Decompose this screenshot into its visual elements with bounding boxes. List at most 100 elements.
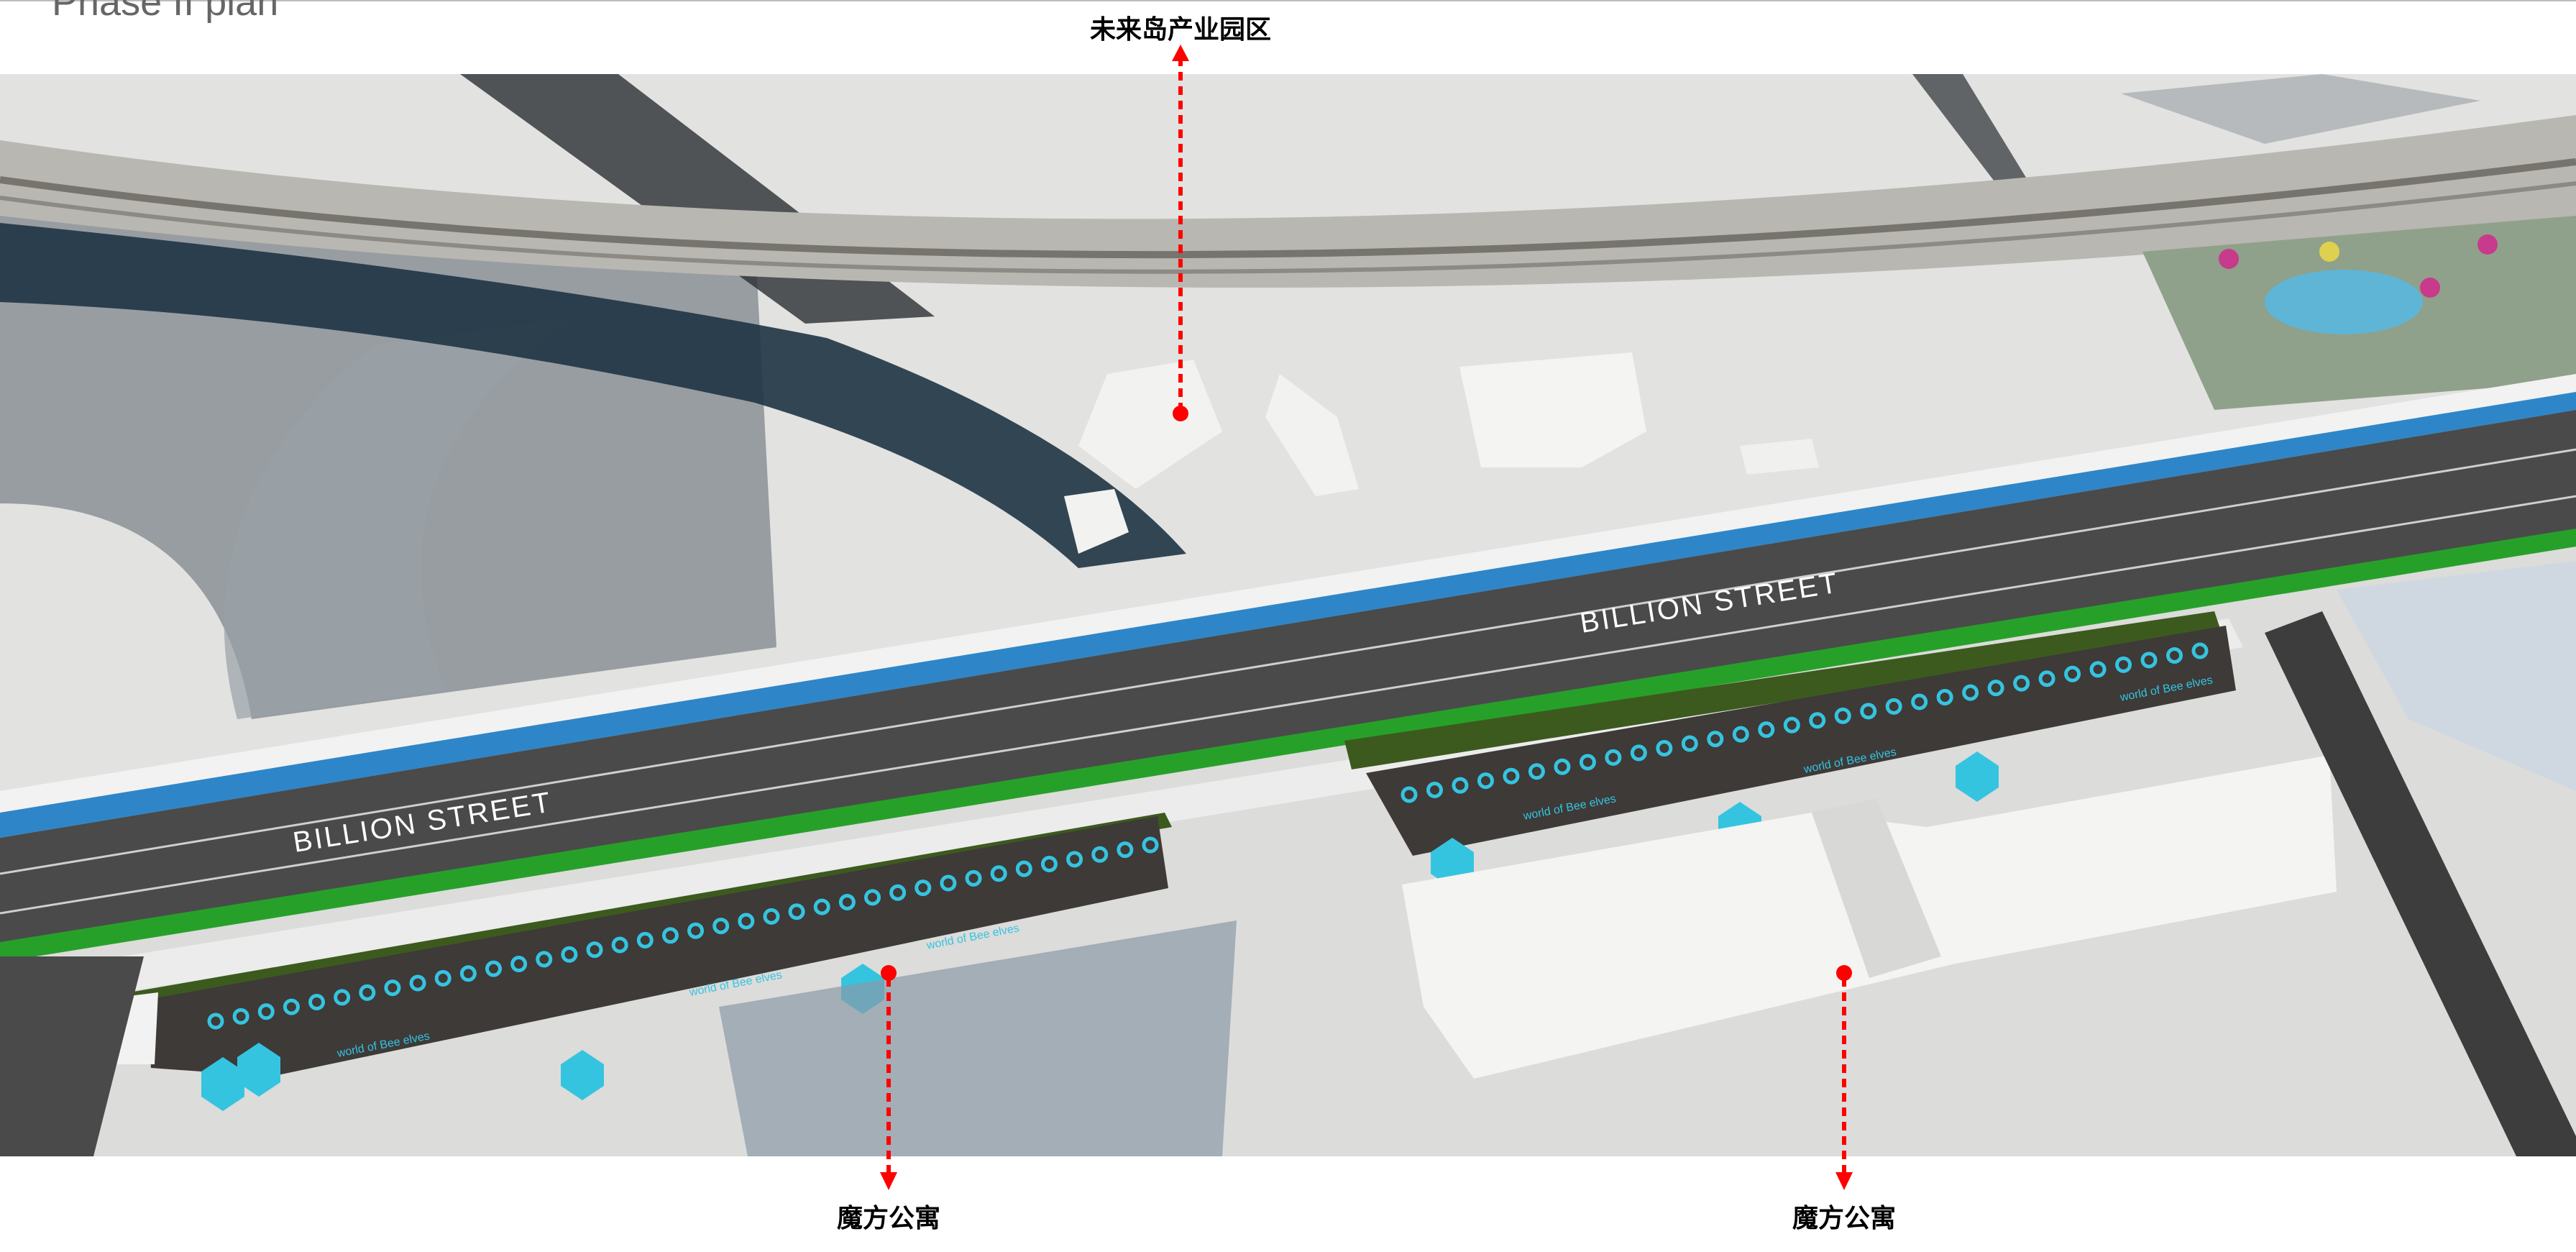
parking-spot-marker [1605, 749, 1622, 766]
parking-spot-marker [1809, 712, 1826, 729]
building [1740, 439, 1819, 475]
parking-spot-marker [1783, 716, 1800, 734]
parking-spot-marker [1117, 841, 1134, 859]
callout-label-industrial-park: 未来岛产业园区 [1089, 15, 1272, 45]
top-border [0, 0, 2576, 1]
parking-spot-marker [1834, 707, 1851, 724]
parking-spot-marker [788, 903, 805, 920]
rail-track [0, 181, 2576, 274]
parking-spot-marker [965, 869, 982, 887]
parking-spot-marker [1426, 782, 1443, 799]
parking-spot-marker [2038, 670, 2055, 687]
building-south-left [719, 920, 1237, 1156]
parking-spot-marker [687, 922, 705, 939]
parking-spot-marker [1860, 703, 1877, 720]
building [1064, 489, 1129, 554]
umbrella [2319, 242, 2339, 262]
parking-spot-marker [334, 989, 351, 1006]
grass [1344, 611, 2222, 769]
parking-spot-marker [636, 931, 654, 949]
green-strip-south [0, 529, 2576, 962]
parking-spot-marker [1554, 758, 1571, 775]
parking-spot-marker [611, 936, 628, 954]
parking-spot-marker [1015, 860, 1032, 877]
page-title: Phase II plan [52, 0, 279, 24]
parking-spot-marker [536, 951, 553, 968]
parking-spot-marker [384, 979, 401, 997]
parking-spot-marker [586, 941, 603, 959]
parking-lot-left [147, 816, 1168, 1077]
parking-spot-marker [2115, 656, 2132, 673]
parking-spot-marker [2191, 642, 2209, 659]
parking-spot-marker [308, 994, 326, 1011]
parking-spot-marker [1091, 846, 1109, 863]
parking-spot-marker [915, 879, 932, 897]
parking-spot-marker [1758, 721, 1775, 739]
parking-spot-marker [1477, 772, 1494, 790]
parking-spot-marker [459, 965, 477, 982]
parking-spot-marker [940, 874, 957, 892]
building [1459, 352, 1646, 467]
parking-spot-marker [1452, 777, 1469, 794]
parking-spot-marker [257, 1003, 275, 1020]
building [1265, 374, 1359, 496]
parking-spot-marker [1707, 731, 1724, 748]
parking-spot-marker [1579, 754, 1596, 771]
parking-spot-marker [1142, 836, 1159, 854]
parking-spot-marker [1503, 767, 1520, 785]
parking-spot-marker [1911, 693, 1928, 710]
parking-spot-marker [1528, 763, 1545, 780]
parking-spot-marker [1040, 855, 1058, 872]
parking-spot-marker [738, 913, 755, 930]
parking-spot-marker [712, 918, 730, 935]
umbrella [2478, 234, 2498, 255]
parking-spot-marker [838, 893, 856, 910]
parking-spot-marker [1630, 744, 1647, 762]
lane-marking [0, 495, 2576, 915]
parking-spot-marker [409, 974, 426, 992]
parking-spot-marker [763, 908, 780, 925]
parking-spot-marker [813, 898, 830, 915]
parking-spot-marker [1885, 698, 1902, 715]
parking-spot-marker [510, 956, 528, 973]
parking-spot-marker [283, 998, 300, 1015]
callout-label-apartment-left: 魔方公寓 [836, 1204, 941, 1233]
parking-spot-marker [485, 960, 502, 977]
parking-spot-marker [990, 865, 1007, 882]
shadow-band [2121, 74, 2480, 144]
parking-spot-marker [2064, 665, 2081, 682]
parking-spot-marker [661, 927, 679, 944]
lane-marking [0, 448, 2576, 875]
aerial-site-plan: world of Bee elves world of Bee elves wo… [0, 74, 2576, 1156]
north-sidewalk [0, 374, 2576, 813]
parking-spot-marker [889, 884, 907, 901]
parking-spot-marker [561, 946, 578, 963]
umbrella [2219, 249, 2239, 269]
parking-spot-marker [207, 1013, 224, 1030]
parking-spot-marker [2166, 646, 2183, 664]
apartment-roof-shade [1812, 798, 1941, 978]
parking-spot-markers [207, 642, 2209, 1030]
rail-track [0, 158, 2576, 259]
parking-spot-marker [1732, 726, 1749, 743]
parking-spot-marker [864, 889, 881, 906]
parking-spot-marker [2089, 661, 2107, 678]
road [0, 410, 2576, 956]
parking-spot-marker [1401, 786, 1418, 803]
parking-spot-marker [434, 969, 452, 987]
water-channel [0, 223, 1186, 568]
building [1078, 360, 1222, 489]
parking-spot-marker [1681, 735, 1698, 752]
parking-spot-marker [1987, 680, 2004, 697]
parking-spot-marker [1656, 739, 1673, 757]
parking-spot-marker [2013, 675, 2030, 692]
parking-lot-right [1366, 626, 2236, 856]
water-feature [2265, 270, 2423, 334]
umbrella [2420, 278, 2440, 298]
shadow-band [1912, 74, 2027, 187]
parking-spot-marker [232, 1007, 249, 1025]
east-street [2265, 611, 2576, 1156]
parking-spot-marker [1936, 689, 1953, 706]
parking-spot-marker [1066, 851, 1083, 868]
parking-spot-marker [2140, 652, 2158, 669]
